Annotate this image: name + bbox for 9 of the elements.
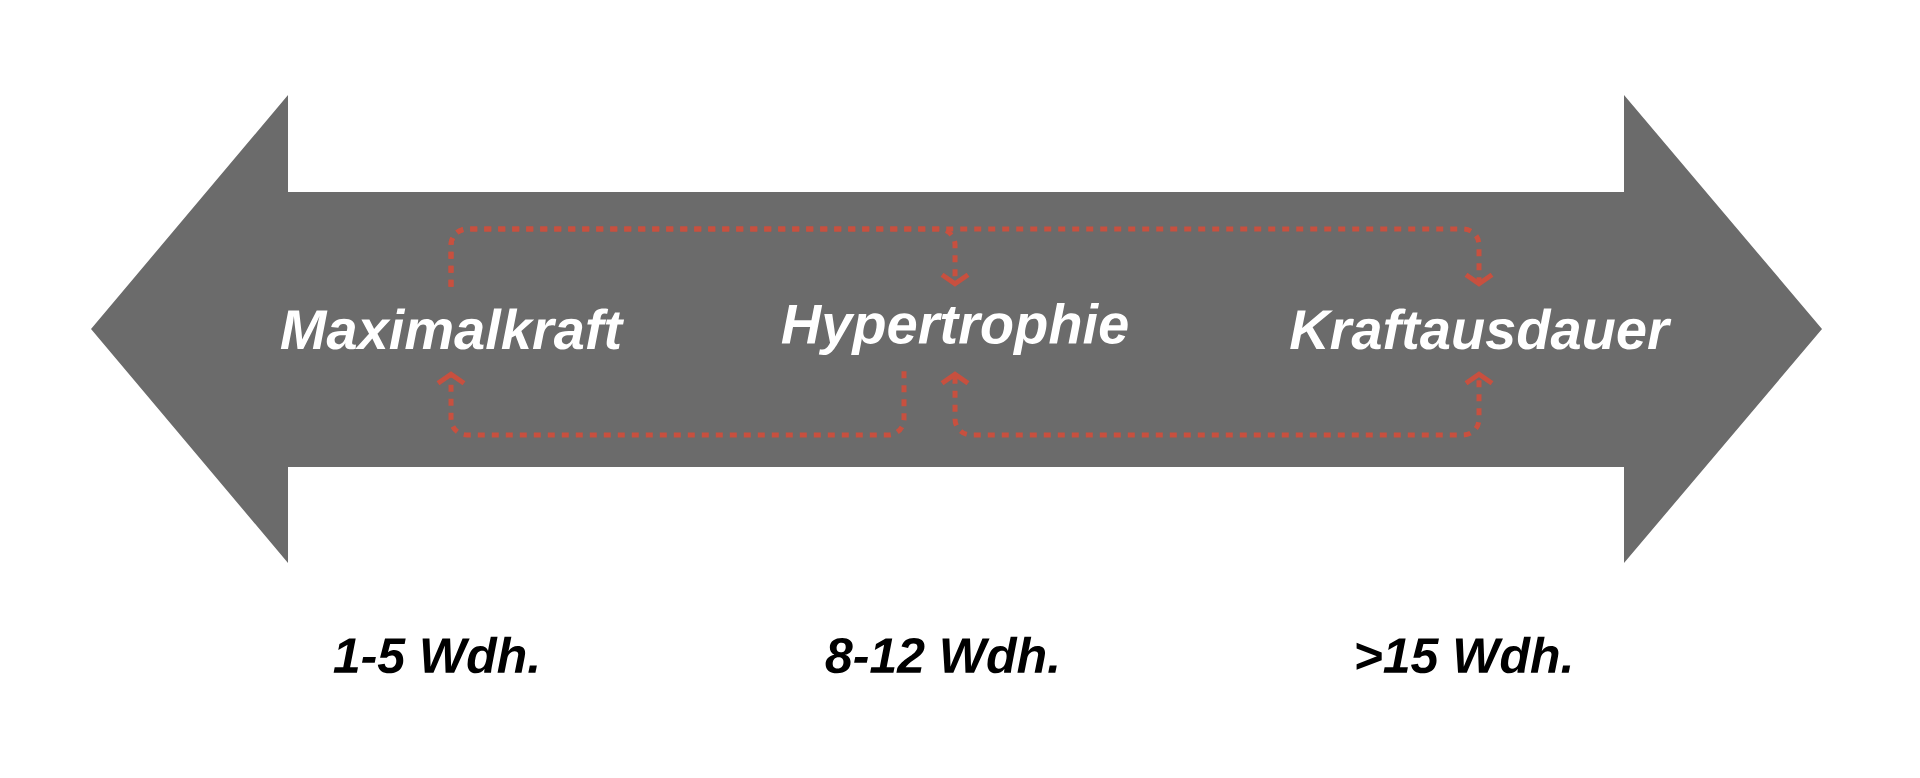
- repetition-label: 8-12 Wdh.: [825, 636, 1057, 674]
- node-label: Hypertrophie: [781, 302, 1128, 356]
- node-label: Maximalkraft: [280, 308, 625, 350]
- arrow: [940, 371, 1494, 438]
- node-label: Kraftausdauer: [1290, 308, 1672, 350]
- arrow: [448, 226, 1494, 287]
- repetition-label: >15 Wdh.: [1356, 636, 1571, 674]
- arrow: [436, 371, 907, 438]
- repetition-label: 1-5 Wdh.: [333, 636, 537, 674]
